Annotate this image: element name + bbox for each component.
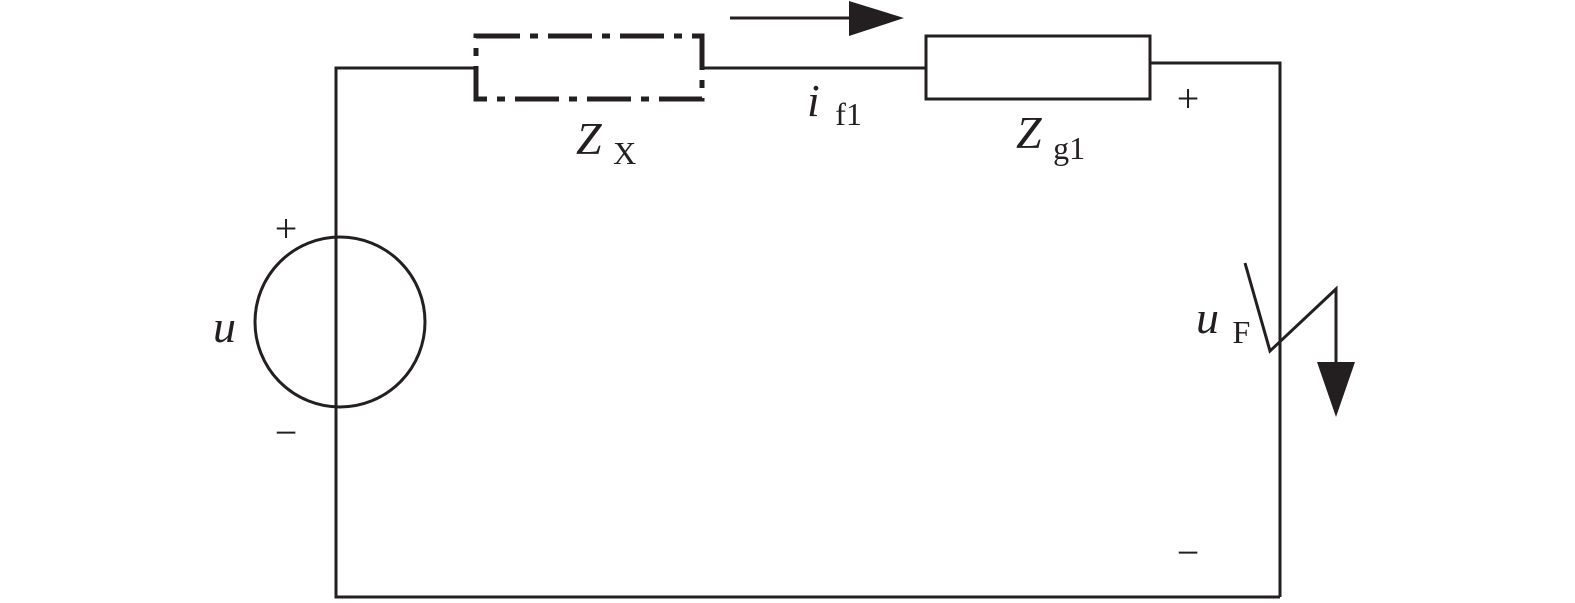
impedance-zx-label: Z X [576, 113, 636, 171]
left-wire [334, 66, 476, 237]
fault-zigzag [1243, 262, 1338, 368]
current-label-subscript: f1 [835, 96, 862, 132]
impedance-zg1-subscript: g1 [1053, 130, 1085, 166]
current-arrow [730, 1, 904, 36]
source-label-symbol: u [213, 301, 236, 352]
impedance-zg1-box [924, 34, 1152, 101]
source-plus-sign: + [275, 206, 298, 251]
bottom-wire [334, 409, 1280, 599]
current-label-symbol: i [807, 75, 820, 126]
fault-arrow-head [1317, 362, 1355, 417]
fault-voltage-symbol: u [1196, 292, 1219, 343]
source-minus-sign: − [275, 410, 298, 455]
impedance-zx-symbol: Z [576, 113, 602, 164]
current-label: i f1 [807, 75, 862, 132]
impedance-zg1-label: Z g1 [1016, 107, 1085, 166]
impedance-zg1-symbol: Z [1016, 107, 1042, 158]
source-label: u [213, 301, 236, 352]
fault-voltage-subscript: F [1233, 314, 1251, 350]
fault-symbol [1243, 262, 1355, 417]
current-arrow-head [849, 1, 904, 36]
right-top-wire [1150, 61, 1282, 597]
circuit-wires [334, 61, 1282, 599]
fault-plus-sign: + [1177, 76, 1200, 121]
impedance-zx-subscript: X [613, 135, 636, 171]
fault-voltage-label: u F [1196, 292, 1250, 350]
impedance-zx-box [473, 33, 705, 102]
fault-minus-sign: − [1177, 530, 1200, 575]
voltage-source [253, 235, 427, 409]
